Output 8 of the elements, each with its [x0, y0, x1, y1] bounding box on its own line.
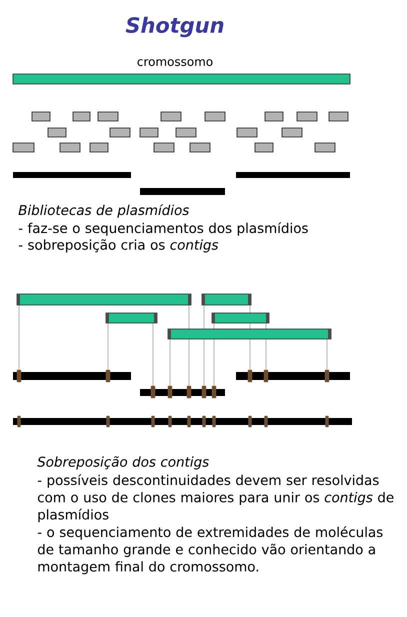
section-heading: Sobreposição dos contigs: [37, 456, 209, 470]
bullet-text: - o sequenciamento de extremidades de moléculas de tamanho grande e conhecido vão orientando a montagem final do cromossomo.: [38, 526, 383, 574]
bullet-text: - faz-se o sequenciamentos dos plasmídios: [18, 222, 308, 236]
chromosome-label: cromossomo: [138, 59, 212, 66]
section-heading: Bibliotecas de plasmídios: [18, 204, 189, 218]
bullet-text: - possíveis descontinuidades devem ser resolvidas com o uso de clones maiores para unir os contigs de plasmídios: [38, 474, 394, 522]
title: Shotgun: [126, 16, 224, 38]
bullet-text: - sobreposição cria os contigs: [18, 239, 218, 252]
